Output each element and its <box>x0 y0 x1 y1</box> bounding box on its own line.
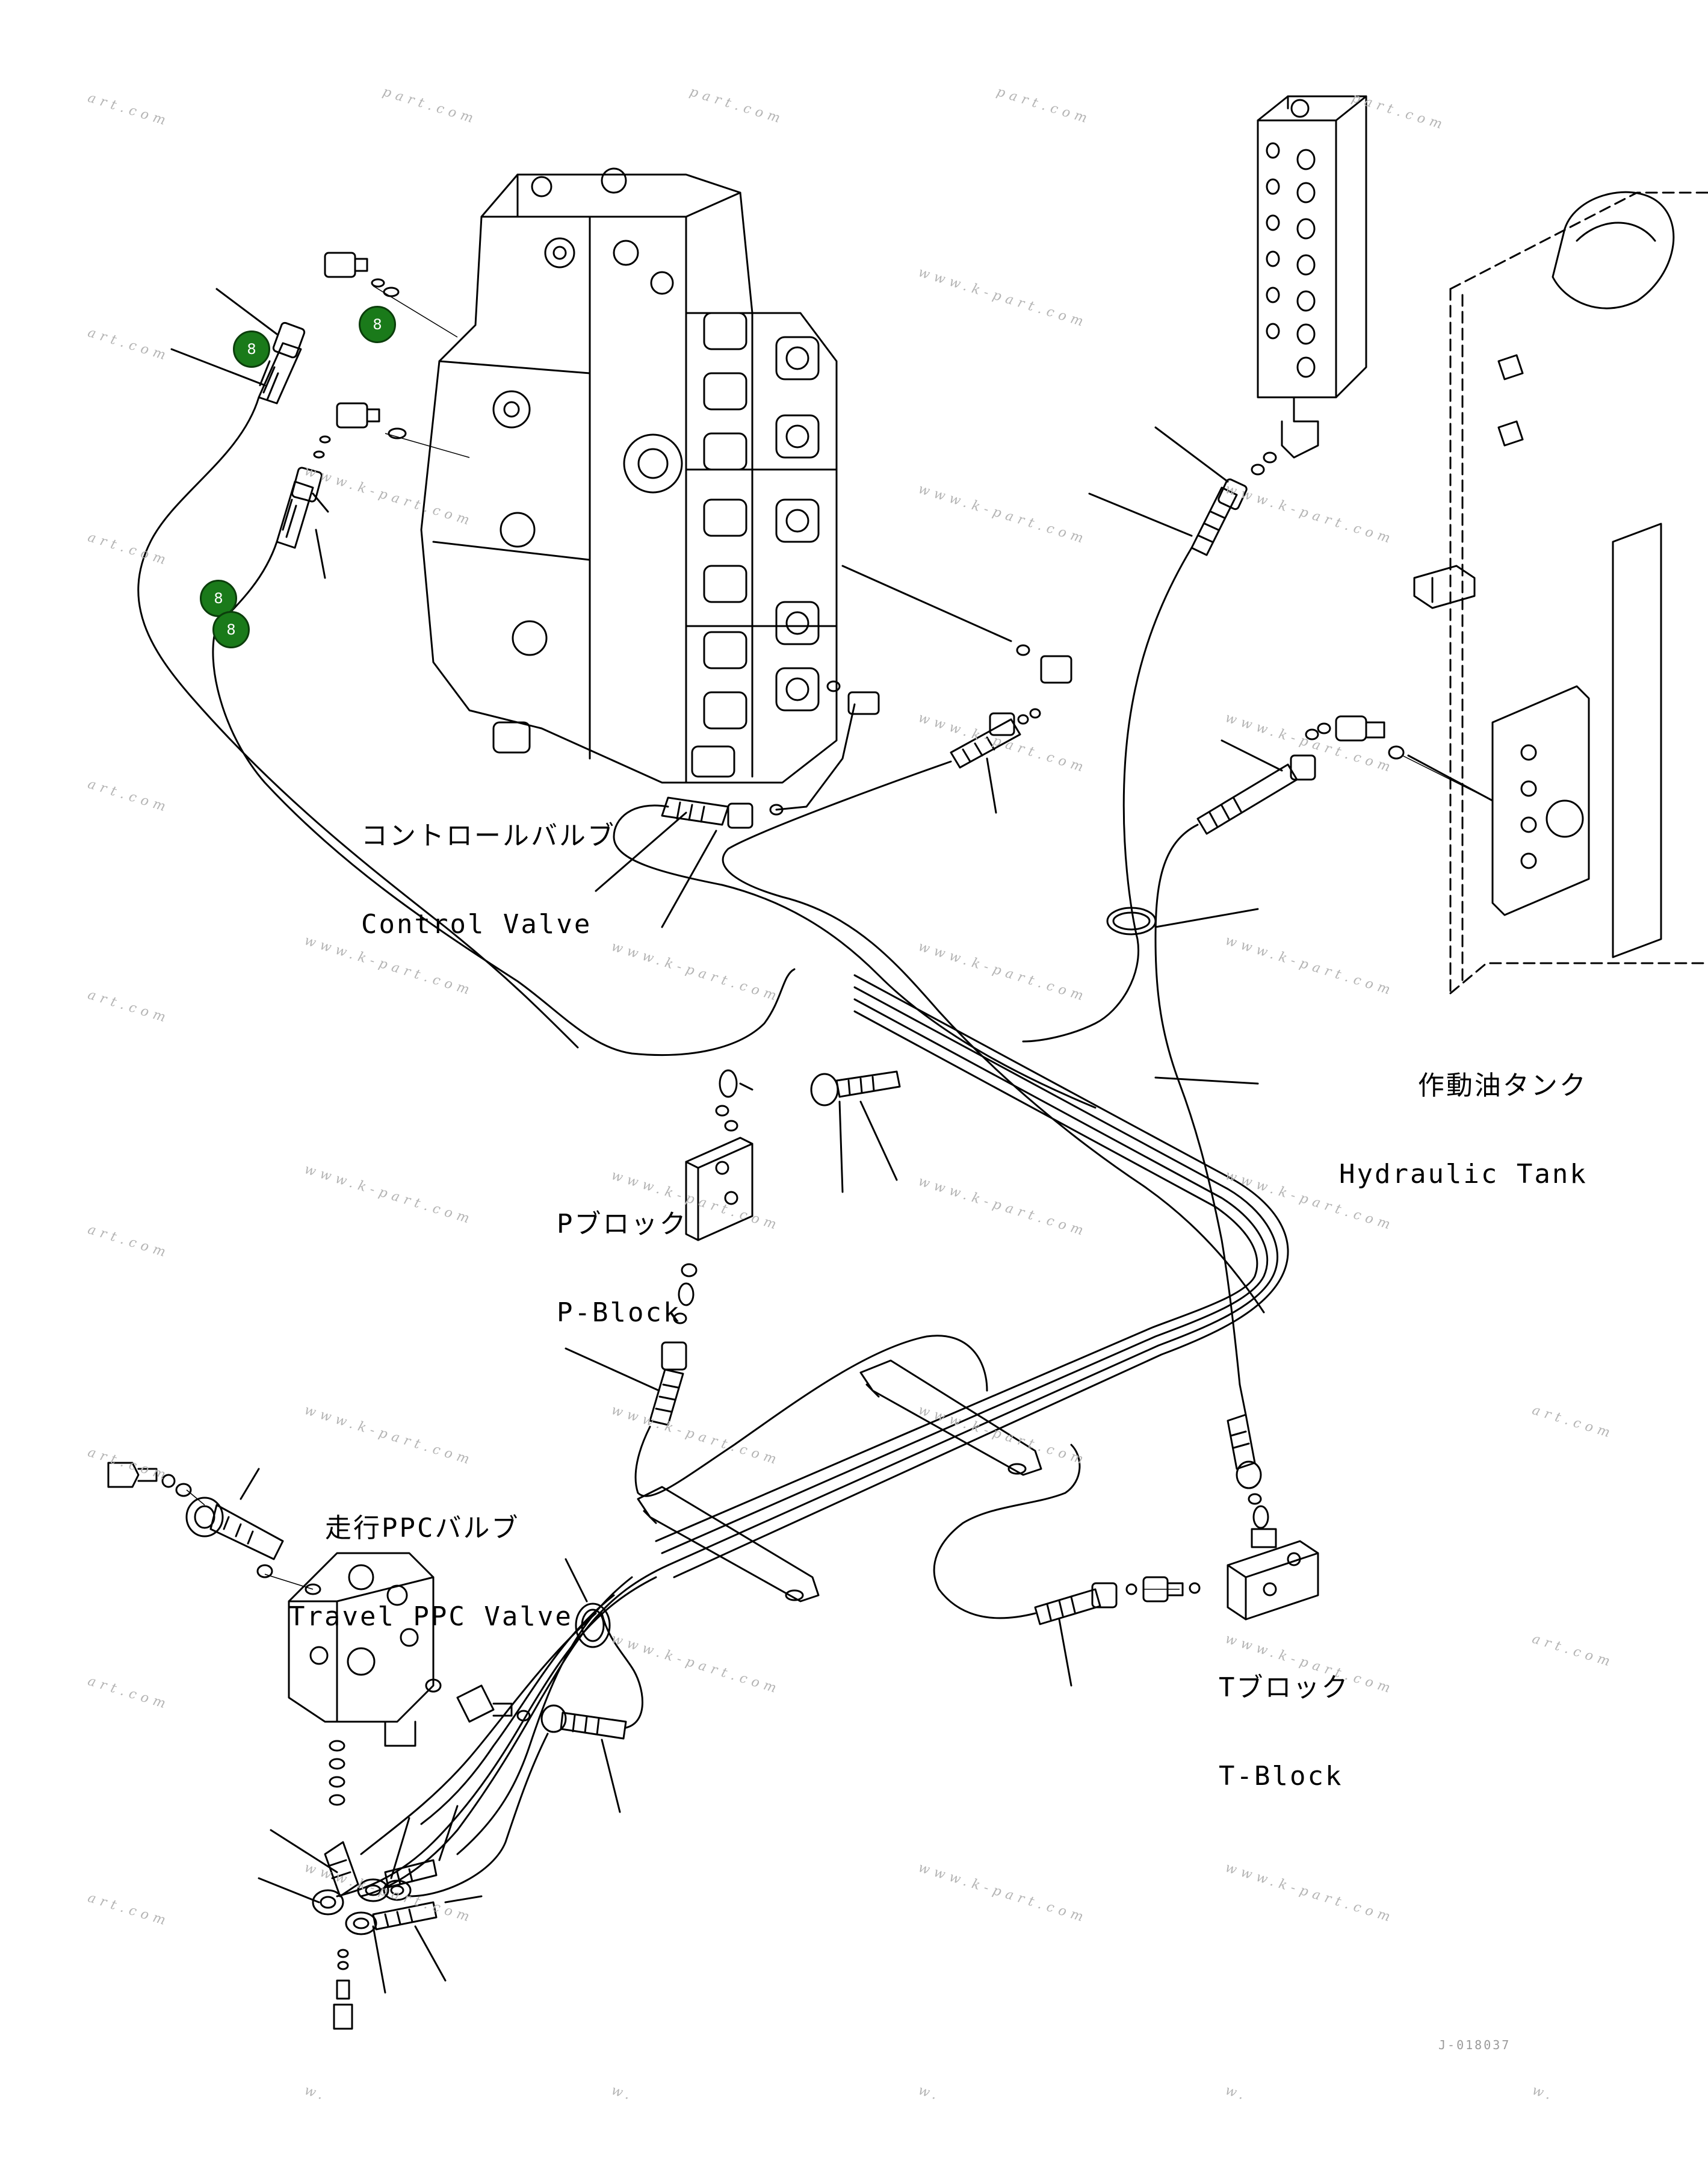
leader-lines-lower <box>258 1805 483 1994</box>
hose-clamp-upper <box>1106 907 1259 935</box>
travel-ppc-adapter <box>456 1684 531 1723</box>
support-bracket-upper <box>859 1359 1042 1476</box>
travel-ppc-valve-label: 走行PPCバルブ Travel PPC Valve <box>289 1454 573 1662</box>
callout-marker-8-hose-a[interactable]: 8 <box>233 330 270 368</box>
control-valve-label: コントロールバルブ Control Valve <box>361 762 616 969</box>
hose-p-block-outlet <box>565 1335 988 1497</box>
travel-ppc-valve-body <box>288 1552 435 1747</box>
hose-p-block-feed <box>810 1070 901 1193</box>
drawing-reference-number: J-018037 <box>1438 2038 1511 2052</box>
hose-clamp-lower <box>565 1558 611 1648</box>
t-block-label-jp: Tブロック <box>1219 1672 1350 1703</box>
t-block <box>1125 1540 1319 1621</box>
control-valve-body <box>420 167 838 784</box>
p-block-label-jp: Pブロック <box>557 1208 688 1240</box>
travel-ppc-valve-label-jp: 走行PPCバルブ <box>325 1512 520 1544</box>
support-bracket-lower <box>637 1486 820 1603</box>
travel-ppc-fittings <box>107 1462 442 1806</box>
hydraulic-tank-body <box>1449 191 1708 994</box>
hydraulic-tank-label: 作動油タンク Hydraulic Tank <box>1339 1011 1588 1219</box>
control-valve-fittings <box>313 252 407 459</box>
hose-t-block-horizontal <box>933 1444 1118 1687</box>
control-valve-right-fittings <box>769 565 1072 816</box>
assembly-guide-lines <box>186 285 1493 1590</box>
callout-marker-8-hose-b-lower[interactable]: 8 <box>212 611 250 648</box>
p-block-label: Pブロック P-Block <box>557 1150 688 1357</box>
hose-tank-side-port <box>1154 739 1316 1386</box>
travel-ppc-eye-fittings <box>312 1841 438 2030</box>
p-block-label-en: P-Block <box>557 1297 681 1329</box>
control-valve-label-jp: コントロールバルブ <box>361 820 616 851</box>
hydraulic-tank-details <box>1413 191 1675 958</box>
hose-control-valve-c <box>595 796 1097 1109</box>
t-block-label: Tブロック T-Block <box>1219 1613 1350 1821</box>
t-block-label-en: T-Block <box>1219 1761 1343 1792</box>
hose-tank-return <box>1022 426 1248 1043</box>
travel-ppc-valve-label-en: Travel PPC Valve <box>289 1601 573 1633</box>
control-valve-label-en: Control Valve <box>361 909 592 940</box>
tank-manifold-block <box>1251 95 1367 476</box>
hose-t-block-vertical <box>1227 1383 1277 1548</box>
main-hose-bundle <box>655 974 1289 1578</box>
callout-marker-8-oring[interactable]: 8 <box>359 306 396 343</box>
hydraulic-tank-label-en: Hydraulic Tank <box>1339 1159 1588 1190</box>
hose-travel-ppc-pilot <box>408 1612 643 1897</box>
hydraulic-tank-label-jp: 作動油タンク <box>1417 1070 1588 1101</box>
hose-center-supply <box>722 708 1265 1314</box>
p-block <box>673 1069 753 1324</box>
